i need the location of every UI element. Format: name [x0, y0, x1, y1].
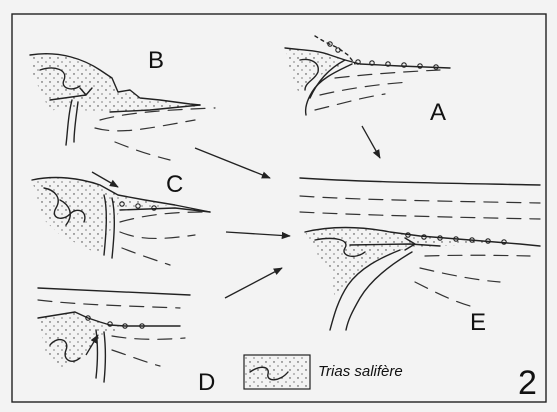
legend: Trias salifère [244, 355, 403, 389]
legend-swatch [244, 355, 310, 389]
arrow-c-to-e [226, 232, 290, 236]
panel-label-d: D [198, 369, 215, 396]
panel-b-sketch [30, 54, 215, 160]
panel-label-b: B [148, 47, 164, 74]
panel-label-e: E [470, 309, 486, 336]
panel-label-a: A [430, 99, 446, 126]
panel-d-sketch [38, 288, 190, 382]
panel-e-sketch [300, 178, 540, 330]
legend-label: Trias salifère [318, 363, 403, 380]
arrow-d-to-e [225, 268, 282, 298]
arrow-a-to-e [362, 126, 380, 158]
arrow-b-to-e [195, 148, 270, 178]
panel-a-sketch [285, 36, 450, 115]
figure-number: 2 [518, 364, 537, 402]
panel-label-c: C [166, 171, 183, 198]
